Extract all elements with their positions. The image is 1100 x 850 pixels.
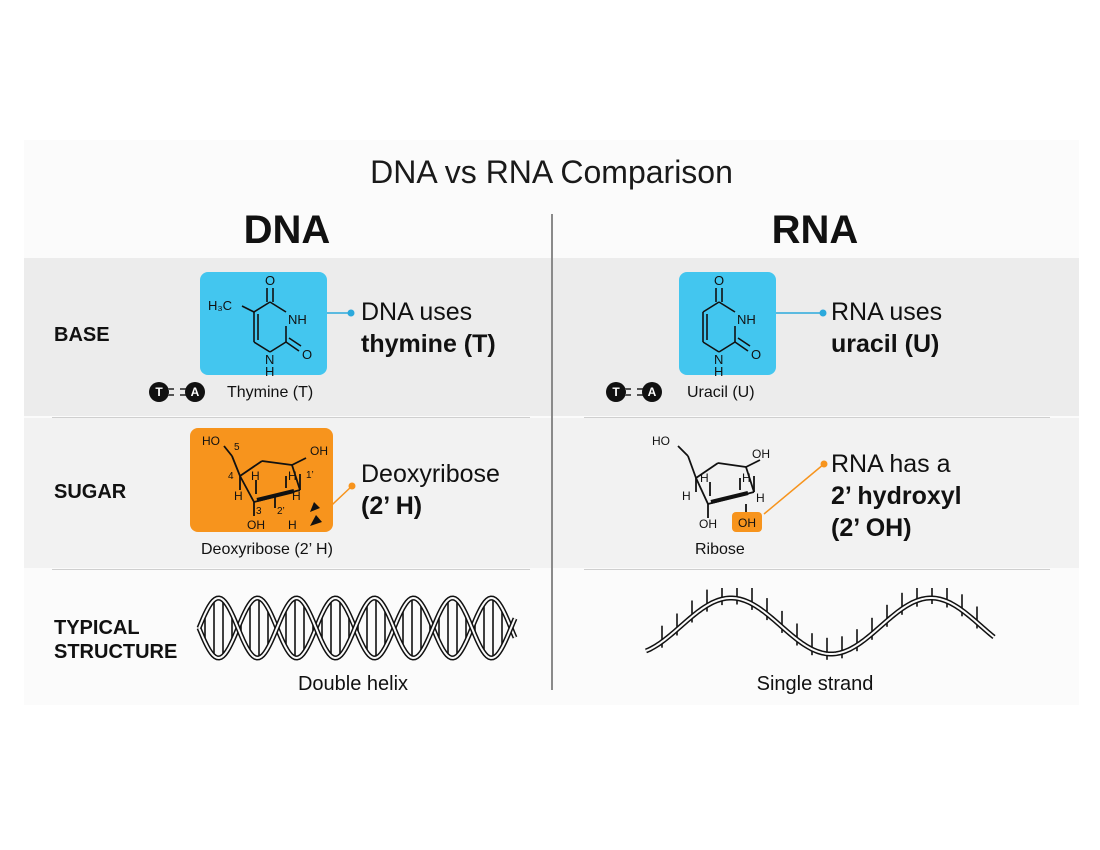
deoxyribose-highlight <box>190 428 333 532</box>
rna-structure-caption: Single strand <box>756 673 874 695</box>
ribose-h-label: H <box>756 491 765 505</box>
ribose-h-label: H <box>682 489 691 503</box>
uracil-structure: O NH O N H <box>702 273 761 377</box>
uracil-nh-label: NH <box>737 312 756 327</box>
thymine-h-label: H <box>265 364 274 377</box>
ribose-oh-3-label: OH <box>699 517 717 531</box>
uracil-h-label: H <box>714 364 723 377</box>
deoxyribose-ho-label: HO <box>202 434 220 448</box>
thymine-n-label: N <box>265 352 274 367</box>
double-helix-icon <box>196 595 518 661</box>
thymine-o-top-label: O <box>265 273 275 288</box>
row-divider <box>52 569 530 570</box>
dna-base-pair-tag: T A <box>149 382 205 402</box>
row-label-structure-line1: TYPICAL <box>54 617 140 639</box>
deoxyribose-h-label: H <box>288 518 297 532</box>
row-label-sugar: SUGAR <box>54 481 127 503</box>
deoxyribose-oh-bottom-label: OH <box>247 518 265 532</box>
uracil-o-top-label: O <box>714 273 724 288</box>
pair-a-badge: A <box>185 382 205 402</box>
single-strand-icon <box>645 588 996 660</box>
row-divider <box>52 417 530 418</box>
dna-sugar-note-line1: Deoxyribose <box>361 460 500 488</box>
rna-base-connector <box>776 309 827 317</box>
rna-base-note: RNA uses uracil (U) <box>831 296 942 360</box>
thymine-structure: O NH O N H H₃C <box>208 273 312 377</box>
deoxyribose-c5-label: 5 <box>234 442 240 453</box>
dna-base-connector <box>327 309 355 317</box>
thymine-o-right-label: O <box>302 347 312 362</box>
dna-sugar-note: Deoxyribose (2’ H) <box>361 458 500 522</box>
rna-sugar-note-line1: RNA has a <box>831 450 951 478</box>
dna-base-note-bold: thymine (T) <box>361 330 496 358</box>
dna-base-caption: Thymine (T) <box>227 384 314 401</box>
dna-sugar-note-bold: (2’ H) <box>361 492 423 520</box>
deoxyribose-oh-ring-label: OH <box>310 444 328 458</box>
rna-sugar-note-bold2: (2’ OH) <box>831 514 912 542</box>
ribose-oh-2-label: OH <box>738 516 756 530</box>
deoxyribose-c1-label: 1’ <box>306 470 314 481</box>
dna-base-note: DNA uses thymine (T) <box>361 296 496 360</box>
ribose-2oh-highlight <box>732 512 762 532</box>
rna-column-heading: RNA <box>771 208 859 252</box>
ribose-oh-ring-label: OH <box>752 447 770 461</box>
row-divider <box>584 417 1050 418</box>
rna-sugar-note-bold1: 2’ hydroxyl <box>831 482 962 510</box>
page-title: DNA vs RNA Comparison <box>370 154 733 190</box>
rna-base-note-bold: uracil (U) <box>831 330 940 358</box>
row-label-structure: TYPICAL STRUCTURE <box>54 616 177 664</box>
rna-base-pair-tag: T A <box>606 382 662 402</box>
pair-a-badge: A <box>642 382 662 402</box>
pair-bond-icon <box>168 388 186 396</box>
uracil-o-right-label: O <box>751 347 761 362</box>
thymine-ch3-label: H₃C <box>208 298 232 313</box>
pair-t-badge: T <box>149 382 169 402</box>
uracil-highlight <box>679 272 776 375</box>
rna-base-caption: Uracil (U) <box>687 384 755 401</box>
ribose-h-label: H <box>700 471 709 485</box>
ribose-ho-label: HO <box>652 434 670 448</box>
thymine-highlight <box>200 272 327 375</box>
rna-sugar-connector <box>763 460 828 515</box>
ribose-h-label: H <box>742 471 751 485</box>
deoxyribose-structure: HO 5 4 OH 1’ H H H H 3 2’ OH H <box>202 434 328 532</box>
deoxyribose-c4-label: 4 <box>228 471 234 482</box>
row-label-structure-line2: STRUCTURE <box>54 641 178 663</box>
deoxyribose-h-label: H <box>292 489 301 503</box>
deoxyribose-h-label: H <box>234 489 243 503</box>
column-divider <box>551 214 553 690</box>
dna-sugar-connector <box>310 482 356 526</box>
uracil-n-label: N <box>714 352 723 367</box>
rna-sugar-caption: Ribose <box>695 541 745 558</box>
rna-base-note-line1: RNA uses <box>831 298 943 326</box>
deoxyribose-c3-label: 3 <box>256 506 262 517</box>
pair-bond-icon <box>625 388 643 396</box>
dna-structure-caption: Double helix <box>297 673 409 695</box>
deoxyribose-c2-label: 2’ <box>277 506 285 517</box>
dna-sugar-caption: Deoxyribose (2’ H) <box>201 541 333 558</box>
row-divider <box>584 569 1050 570</box>
ribose-structure: HO OH H H H H OH OH <box>652 434 770 532</box>
thymine-nh-label: NH <box>288 312 307 327</box>
deoxyribose-h-label: H <box>288 469 297 483</box>
row-label-base: BASE <box>54 324 110 346</box>
dna-base-note-line1: DNA uses <box>361 298 473 326</box>
pair-t-badge: T <box>606 382 626 402</box>
rna-sugar-note: RNA has a 2’ hydroxyl (2’ OH) <box>831 448 962 544</box>
deoxyribose-h-label: H <box>251 469 260 483</box>
dna-column-heading: DNA <box>243 208 331 252</box>
